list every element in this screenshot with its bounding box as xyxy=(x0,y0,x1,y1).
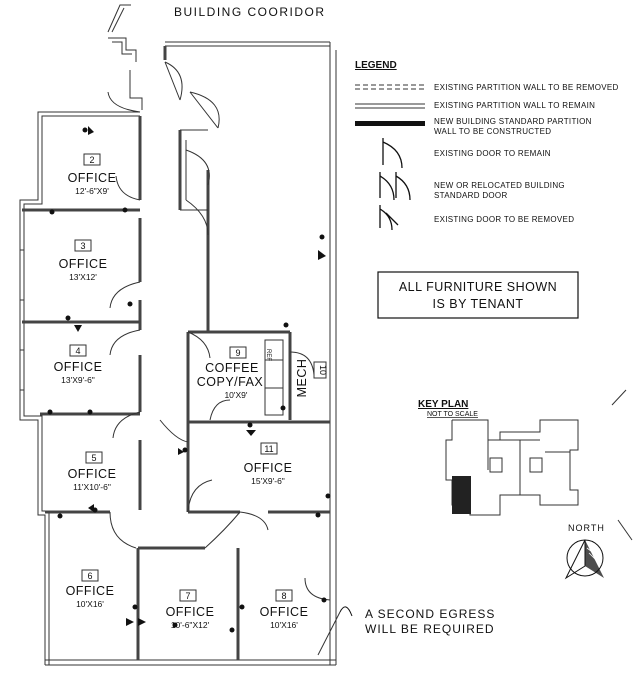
svg-text:13'X9'-6": 13'X9'-6" xyxy=(61,375,95,385)
svg-text:WALL TO BE CONSTRUCTED: WALL TO BE CONSTRUCTED xyxy=(434,127,551,136)
room-8: 8 OFFICE 10'X16' xyxy=(260,589,309,630)
room-7: 7 OFFICE 10'-6"X12' xyxy=(166,589,215,630)
svg-text:7: 7 xyxy=(185,591,190,601)
egress-note: A SECOND EGRESS WILL BE REQUIRED xyxy=(317,606,495,656)
svg-text:15'X9'-6": 15'X9'-6" xyxy=(251,476,285,486)
svg-text:MECH: MECH xyxy=(295,359,309,398)
north-arrow-icon: NORTH xyxy=(564,523,605,580)
door-swings xyxy=(107,61,331,601)
svg-text:8: 8 xyxy=(281,591,286,601)
svg-text:OFFICE: OFFICE xyxy=(66,584,115,598)
svg-text:11'X10'-6": 11'X10'-6" xyxy=(73,482,111,492)
svg-text:12'-6"X9': 12'-6"X9' xyxy=(75,186,109,196)
margin-marks xyxy=(611,389,633,541)
key-plan: KEY PLAN NOT TO SCALE xyxy=(418,399,579,516)
room-10-mech: 10 MECH xyxy=(295,359,328,398)
svg-text:10'X16': 10'X16' xyxy=(76,599,104,609)
room-4: 4 OFFICE 13'X9'-6" xyxy=(54,344,103,385)
svg-text:EXISTING PARTITION WALL TO REM: EXISTING PARTITION WALL TO REMAIN xyxy=(434,101,595,110)
exterior-south-wall xyxy=(45,659,336,666)
svg-text:4: 4 xyxy=(75,346,80,356)
svg-text:OFFICE: OFFICE xyxy=(54,360,103,374)
exterior-east-wall xyxy=(329,42,337,665)
svg-text:OFFICE: OFFICE xyxy=(68,467,117,481)
svg-text:6: 6 xyxy=(87,571,92,581)
svg-text:OFFICE: OFFICE xyxy=(59,257,108,271)
room-3: 3 OFFICE 13'X12' xyxy=(59,239,108,282)
svg-text:2: 2 xyxy=(89,155,94,165)
furniture-note: ALL FURNITURE SHOWN IS BY TENANT xyxy=(377,271,579,319)
ref-label: REF xyxy=(265,349,271,361)
legend: LEGEND EXISTING PARTITION WALL TO BE REM… xyxy=(355,60,619,231)
svg-text:10'-6"X12': 10'-6"X12' xyxy=(171,620,210,630)
svg-text:OFFICE: OFFICE xyxy=(68,171,117,185)
svg-text:COPY/FAX: COPY/FAX xyxy=(197,375,264,389)
svg-text:13'X12': 13'X12' xyxy=(69,272,97,282)
svg-text:OFFICE: OFFICE xyxy=(166,605,215,619)
corridor-label: BUILDING COORIDOR xyxy=(174,5,326,19)
svg-text:EXISTING DOOR TO BE REMOVED: EXISTING DOOR TO BE REMOVED xyxy=(434,215,574,224)
svg-text:NORTH: NORTH xyxy=(568,523,605,533)
room-5: 5 OFFICE 11'X10'-6" xyxy=(68,451,117,492)
svg-text:WILL BE REQUIRED: WILL BE REQUIRED xyxy=(365,622,495,636)
svg-text:KEY PLAN: KEY PLAN xyxy=(418,399,468,410)
svg-text:11: 11 xyxy=(264,444,273,454)
svg-text:COFFEE: COFFEE xyxy=(205,361,259,375)
svg-text:A SECOND EGRESS: A SECOND EGRESS xyxy=(365,607,495,621)
room-6: 6 OFFICE 10'X16' xyxy=(66,569,115,609)
svg-text:10'X9': 10'X9' xyxy=(224,390,247,400)
outlet-symbols xyxy=(47,126,331,633)
room-2: 2 OFFICE 12'-6"X9' xyxy=(68,153,117,196)
svg-text:LEGEND: LEGEND xyxy=(355,60,397,71)
room-11: 11 OFFICE 15'X9'-6" xyxy=(244,442,293,486)
svg-text:NOT TO SCALE: NOT TO SCALE xyxy=(427,411,478,418)
svg-text:NEW OR RELOCATED BUILDING: NEW OR RELOCATED BUILDING xyxy=(434,181,565,190)
svg-text:10'X16': 10'X16' xyxy=(270,620,298,630)
svg-text:10: 10 xyxy=(318,365,328,375)
svg-text:9: 9 xyxy=(235,348,240,358)
svg-text:5: 5 xyxy=(91,453,96,463)
room-9-coffee-copy-fax: 9 COFFEE COPY/FAX 10'X9' xyxy=(197,346,264,400)
svg-text:OFFICE: OFFICE xyxy=(244,461,293,475)
svg-text:NEW BUILDING STANDARD PARTITIO: NEW BUILDING STANDARD PARTITION xyxy=(434,117,592,126)
svg-text:ALL FURNITURE SHOWN: ALL FURNITURE SHOWN xyxy=(399,280,557,294)
svg-text:EXISTING PARTITION WALL TO BE: EXISTING PARTITION WALL TO BE REMOVED xyxy=(434,83,619,92)
svg-text:3: 3 xyxy=(80,241,85,251)
svg-text:OFFICE: OFFICE xyxy=(260,605,309,619)
svg-text:EXISTING DOOR TO REMAIN: EXISTING DOOR TO REMAIN xyxy=(434,149,551,158)
svg-text:IS BY TENANT: IS BY TENANT xyxy=(433,297,524,311)
coffee-room-fixtures: REF xyxy=(264,339,284,416)
corridor-wall-fragments xyxy=(107,4,330,110)
svg-text:STANDARD DOOR: STANDARD DOOR xyxy=(434,191,508,200)
existing-partitions xyxy=(22,46,330,660)
